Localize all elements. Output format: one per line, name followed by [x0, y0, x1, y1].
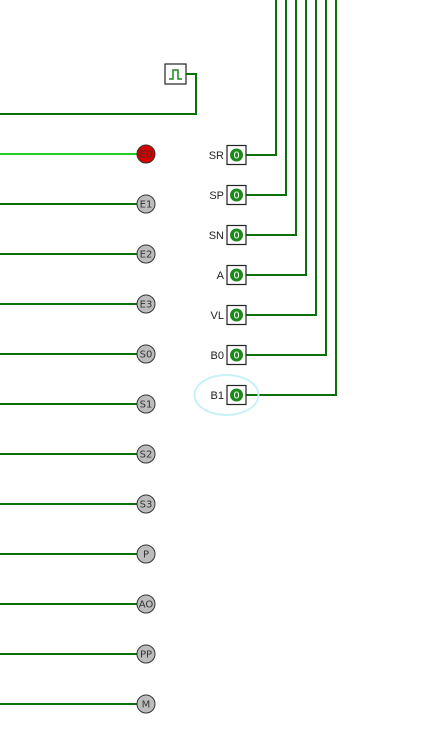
input-pin-label: SN	[209, 230, 224, 242]
probe-ao[interactable]: AO	[136, 594, 156, 614]
probe-label: AO	[139, 600, 154, 611]
probe-label: S2	[140, 450, 153, 461]
input-pin-label: VL	[211, 310, 224, 322]
probe-label: S1	[140, 400, 153, 411]
input-pin-sp[interactable]: SP 0	[209, 184, 247, 206]
input-pin-label: B0	[211, 350, 224, 362]
probe-label: E1	[140, 200, 153, 211]
input-pin-label: A	[217, 270, 225, 282]
input-pin-sn[interactable]: SN 0	[209, 224, 247, 246]
probe-pp[interactable]: PP	[136, 644, 156, 664]
input-pin-value: 0	[233, 271, 239, 282]
probe-s0[interactable]: S0	[136, 344, 156, 364]
input-wire	[246, 0, 297, 236]
input-wire	[246, 0, 287, 196]
probe-s2[interactable]: S2	[136, 444, 156, 464]
probe-label: M	[142, 700, 151, 711]
input-pin-value: 0	[233, 151, 239, 162]
probe-label: P	[143, 550, 149, 561]
input-wire	[246, 0, 307, 276]
probe-label: S3	[140, 500, 153, 511]
probe-e1[interactable]: E1	[136, 194, 156, 214]
input-pin-value: 0	[233, 191, 239, 202]
probe-label: E3	[140, 300, 153, 311]
probe-e2[interactable]: E2	[136, 244, 156, 264]
input-pin-label: SR	[209, 150, 224, 162]
probe-label: E0	[140, 150, 153, 161]
input-pin-value: 0	[233, 231, 239, 242]
clock-icon[interactable]	[164, 63, 187, 85]
probe-s1[interactable]: S1	[136, 394, 156, 414]
input-pin-value: 0	[233, 311, 239, 322]
clock-wire	[0, 73, 197, 115]
input-wire	[246, 0, 327, 356]
selection-highlight	[193, 374, 260, 416]
input-pin-b1[interactable]: B1 0	[193, 374, 260, 416]
input-wire	[246, 0, 337, 396]
input-pin-b0[interactable]: B0 0	[211, 344, 247, 366]
input-pin-value: 0	[233, 391, 239, 402]
input-pin-label: B1	[211, 390, 224, 402]
input-pin-vl[interactable]: VL 0	[211, 304, 247, 326]
probe-m[interactable]: M	[136, 694, 156, 714]
probe-e3[interactable]: E3	[136, 294, 156, 314]
input-wire	[246, 0, 277, 156]
input-pin-value: 0	[233, 351, 239, 362]
input-pin-label: SP	[209, 190, 224, 202]
probe-label: E2	[140, 250, 153, 261]
probe-p[interactable]: P	[136, 544, 156, 564]
input-pin-sr[interactable]: SR 0	[209, 144, 247, 166]
probe-label: PP	[140, 650, 152, 661]
probe-label: S0	[140, 350, 153, 361]
probe-s3[interactable]: S3	[136, 494, 156, 514]
input-wire	[246, 0, 317, 316]
probe-e0[interactable]: E0	[136, 144, 156, 164]
